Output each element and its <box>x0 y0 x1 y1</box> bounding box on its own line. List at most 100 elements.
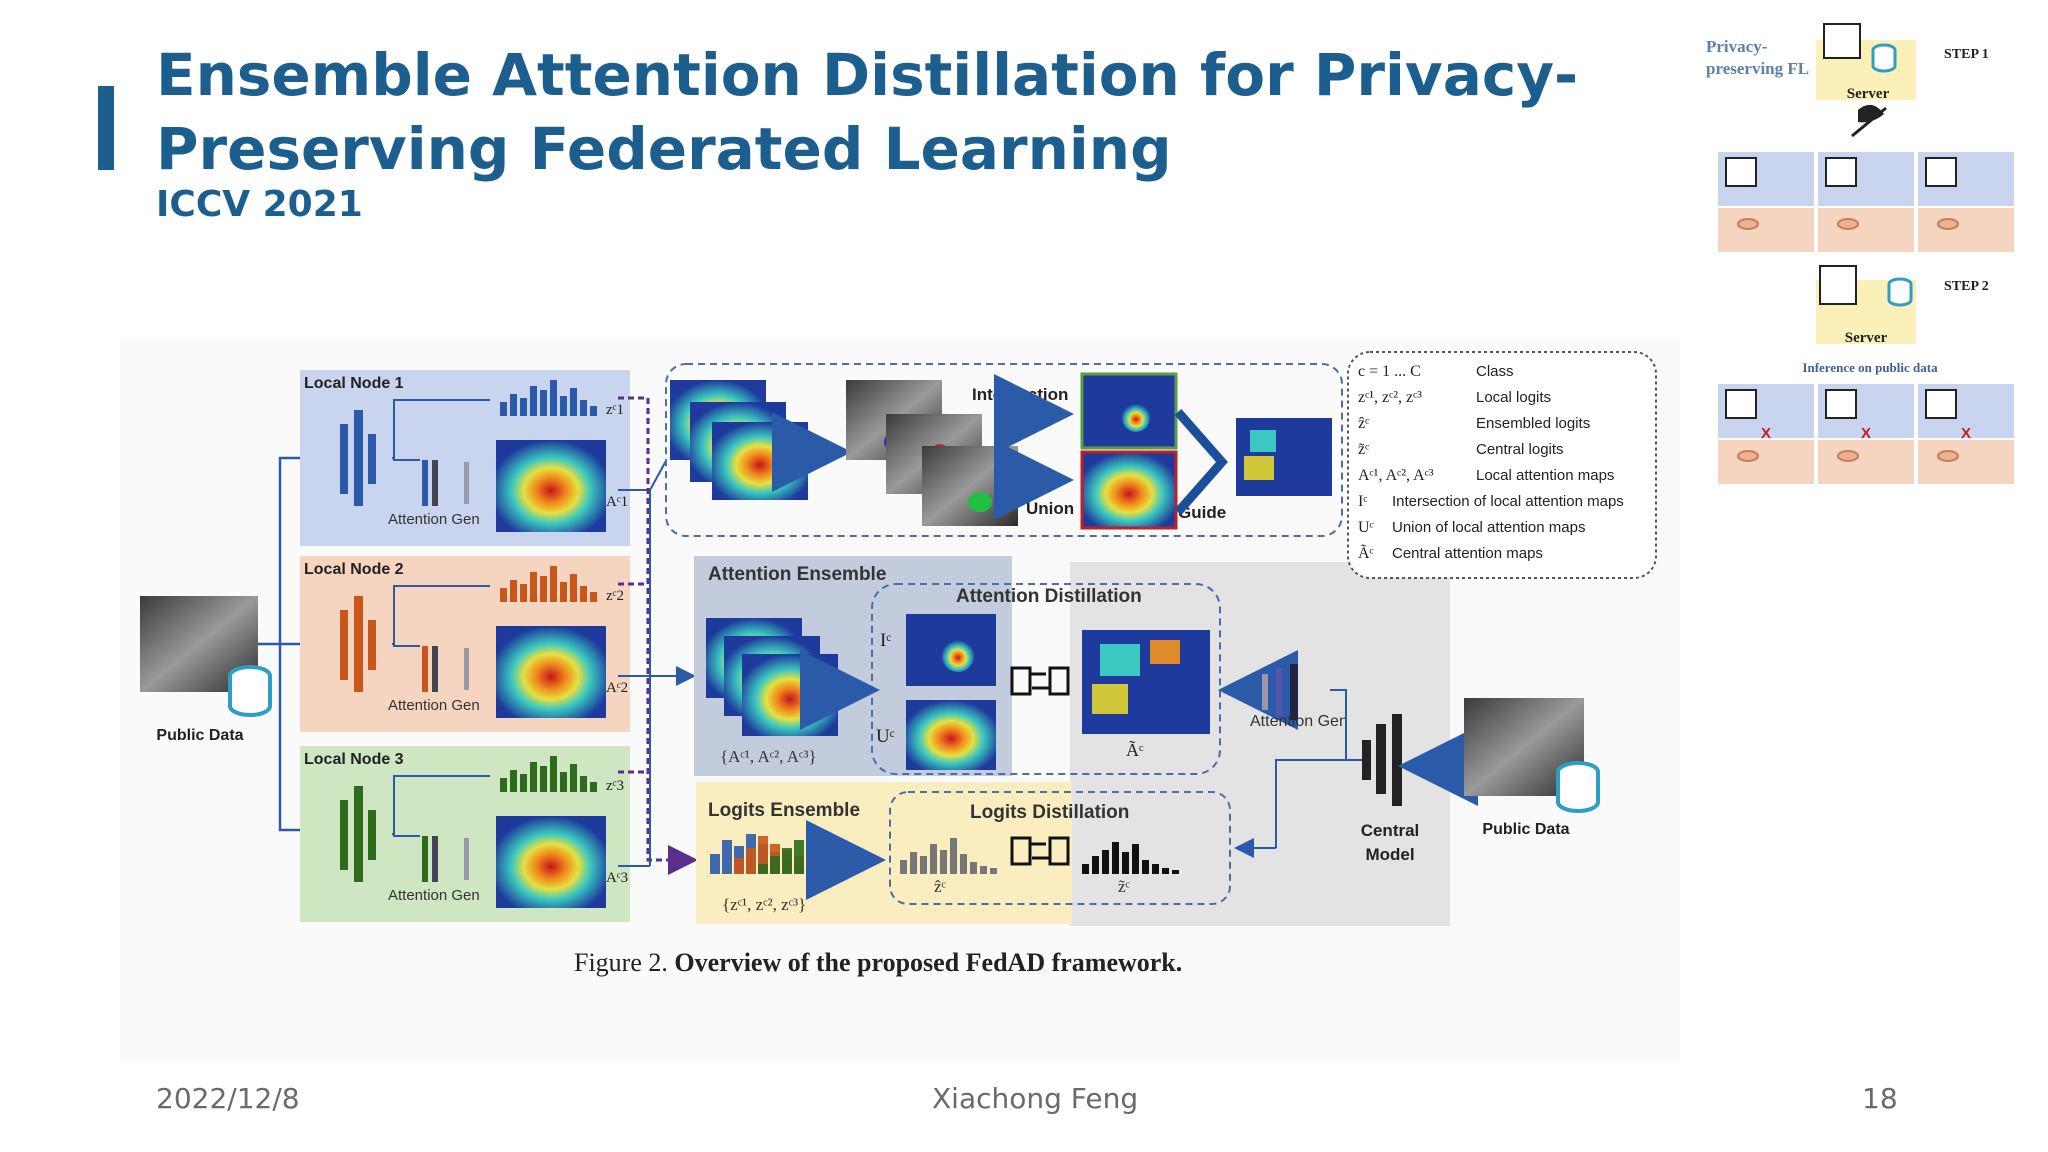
ensembled-logit-bar <box>910 852 917 874</box>
blocked-x-mark: X <box>1861 425 1871 442</box>
ensembled-logit-bar <box>960 854 967 874</box>
public-data-label: Public Data <box>156 727 243 744</box>
ensemble-logit-bar <box>830 858 840 874</box>
local-node-title: Local Node 3 <box>304 751 404 768</box>
logit-bar <box>550 566 557 602</box>
central-logit-bar <box>1152 864 1159 874</box>
ensembled-logit-bar <box>920 856 927 874</box>
legend-description: Ensembled logits <box>1476 415 1590 432</box>
client-data-panel <box>1918 208 2014 252</box>
step2-label: STEP 2 <box>1944 279 1989 294</box>
logit-bar <box>510 394 517 416</box>
legend-symbol: zᶜ¹, zᶜ², zᶜ³ <box>1358 389 1422 406</box>
ensemble-logit-bar <box>842 866 852 874</box>
local-attention-symbol: Aᶜ1 <box>606 494 628 510</box>
logit-bar <box>540 576 547 602</box>
logit-bar <box>540 766 547 792</box>
cloud-blocked-icon <box>1858 104 1884 123</box>
ensemble-logit-bar <box>794 840 804 874</box>
legend-symbol: Uᶜ <box>1358 519 1374 536</box>
database-icon <box>1737 450 1759 462</box>
union-symbol: Uᶜ <box>876 726 895 747</box>
intersection-symbol: Iᶜ <box>880 630 891 651</box>
client-data-panel <box>1718 440 1814 484</box>
logit-bar <box>510 580 517 602</box>
central-label-line2: Model <box>1365 845 1414 864</box>
legend-symbol: Iᶜ <box>1358 493 1367 510</box>
client-data-panel <box>1718 208 1814 252</box>
figure-caption: Figure 2. Overview of the proposed FedAD… <box>574 948 1182 978</box>
blocked-x-mark: X <box>1961 425 1971 442</box>
logit-bar <box>550 756 557 792</box>
hospital-icon <box>1925 157 1957 187</box>
central-label-line1: Central <box>1361 821 1420 840</box>
hospital-icon <box>1825 157 1857 187</box>
local-attention-symbol: Aᶜ2 <box>606 680 628 696</box>
legend-description: Local logits <box>1476 389 1551 406</box>
logit-bar <box>580 586 587 602</box>
logit-bar <box>530 572 537 602</box>
attention-distillation-label: Attention Distillation <box>956 586 1142 607</box>
database-icon <box>1837 218 1859 230</box>
central-attention-symbol: Ãᶜ <box>1126 739 1144 760</box>
legend-symbol: Aᶜ¹, Aᶜ², Aᶜ³ <box>1358 467 1434 484</box>
blocked-x-mark: X <box>1761 425 1771 442</box>
database-icon <box>1737 218 1759 230</box>
local-attention-map <box>496 816 606 908</box>
database-icon <box>1937 218 1959 230</box>
server-label-1: Server <box>1847 86 1890 102</box>
public-data-left: Public Data <box>140 596 272 744</box>
footer-page-number: 18 <box>1862 1082 1898 1115</box>
client-data-panel <box>1818 208 1914 252</box>
intersection-union-panel: Intersection Union Guide <box>665 363 1343 537</box>
ensembled-logits-symbol: ẑᶜ <box>934 877 947 896</box>
central-logit-bar <box>1162 868 1169 874</box>
ensemble-logit-bar <box>770 856 780 874</box>
logit-bar <box>560 772 567 792</box>
ensemble-logit-bar <box>758 836 768 874</box>
logits-distillation-label: Logits Distillation <box>970 802 1129 823</box>
attention-ensemble-label: Attention Ensemble <box>708 564 886 585</box>
fl-label-line1: Privacy- <box>1706 37 1768 56</box>
ensemble-logit-bar <box>722 840 732 874</box>
logit-bar <box>580 776 587 792</box>
attention-gen-label: Attention Gen <box>388 887 480 904</box>
slide-title: Ensemble Attention Distillation for Priv… <box>156 41 1579 183</box>
hospital-icon <box>1725 157 1757 187</box>
client-data-panel <box>1818 440 1914 484</box>
legend-description: Central logits <box>1476 441 1564 458</box>
central-logit-bar <box>1172 870 1179 874</box>
footer-date: 2022/12/8 <box>156 1082 300 1115</box>
local-logit-symbol: zᶜ3 <box>606 778 624 794</box>
local-attention-map <box>496 440 606 532</box>
central-logit-bar <box>1082 864 1089 874</box>
local-node-title: Local Node 1 <box>304 375 404 392</box>
caption-text: Overview of the proposed FedAD framework… <box>674 948 1183 977</box>
logits-section: Logits Ensemble Logits Distillation {zᶜ¹… <box>696 782 1276 924</box>
central-model: Central Model <box>1275 689 1478 864</box>
legend-symbol: z̃ᶜ <box>1358 441 1369 458</box>
step1-label: STEP 1 <box>1944 47 1989 62</box>
slide-subtitle: ICCV 2021 <box>156 184 363 225</box>
logit-bar <box>590 406 597 416</box>
server-icon <box>1823 23 1861 59</box>
logit-bar <box>520 398 527 416</box>
server-label-2: Server <box>1845 330 1888 346</box>
ensemble-logit-bar <box>806 844 816 874</box>
logit-bar <box>500 778 507 792</box>
legend-description: Local attention maps <box>1476 467 1614 484</box>
ensembled-logit-bar <box>940 850 947 874</box>
central-logit-bar <box>1092 856 1099 874</box>
intersection-label: Intersection <box>972 385 1068 404</box>
ensembled-logit-bar <box>950 838 957 874</box>
ensemble-logit-bar <box>818 852 828 874</box>
public-data-right: Public Data <box>1464 698 1600 838</box>
central-logit-bar <box>1122 852 1129 874</box>
ensemble-logit-bar <box>734 858 744 874</box>
ensembled-logit-bar <box>970 862 977 874</box>
logit-bar <box>510 770 517 792</box>
